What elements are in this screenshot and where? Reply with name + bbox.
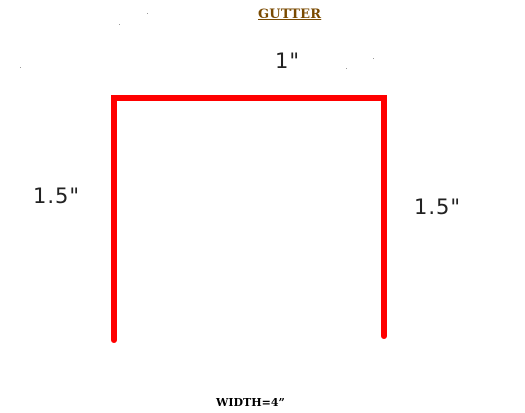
gutter-profile-line xyxy=(111,95,387,343)
speck-mark xyxy=(119,24,120,25)
speck-mark xyxy=(147,13,148,14)
right-height-label: 1.5" xyxy=(414,195,462,219)
top-width-label: 1" xyxy=(275,49,301,73)
speck-mark xyxy=(373,58,374,59)
diagram-title: GUTTER xyxy=(258,7,322,22)
speck-mark xyxy=(20,67,21,68)
width-note: WIDTH=4” xyxy=(216,396,285,409)
speck-mark xyxy=(346,68,347,69)
left-height-label: 1.5" xyxy=(33,184,81,208)
